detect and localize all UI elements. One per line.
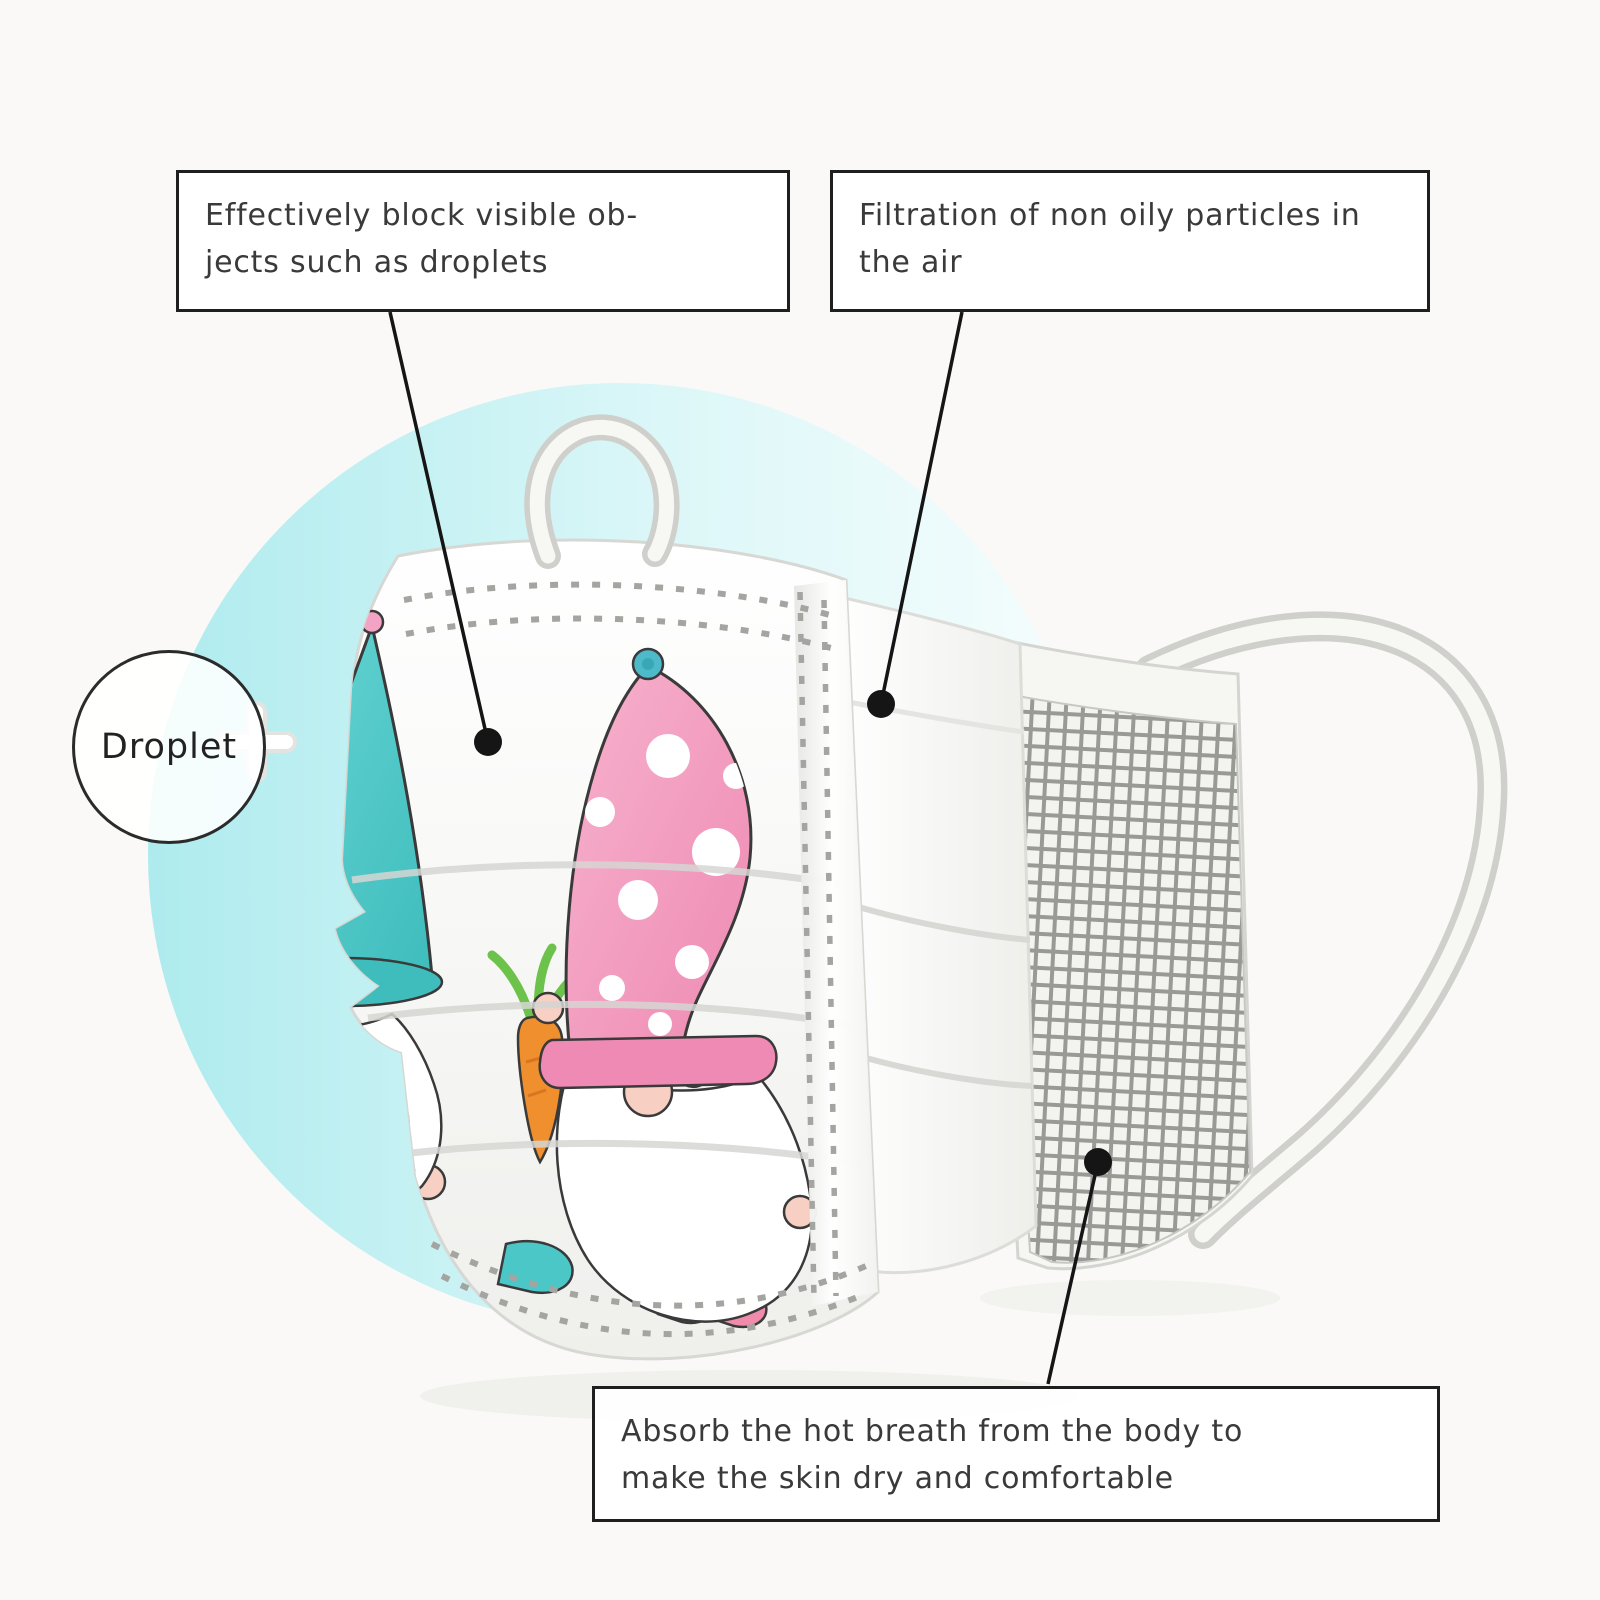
callout-line: Effectively block visible ob- (205, 198, 638, 233)
mesh-shadow (980, 1280, 1280, 1316)
callout-line: make the skin dry and comfortable (621, 1460, 1174, 1496)
ear-loop-right-icon (1135, 611, 1508, 1249)
callout-connectors (388, 311, 1112, 1385)
connector-dot-block-droplets (474, 728, 502, 756)
connector-dot-absorb (1084, 1148, 1112, 1176)
callout-absorb-breath: Absorb the hot breath from the body to m… (592, 1386, 1440, 1522)
mesh-layer (983, 634, 1254, 1271)
callout-block-droplets: Effectively block visible ob- jects such… (176, 170, 790, 312)
middle-layer (834, 594, 1038, 1275)
callout-line: Absorb the hot breath from the body to (621, 1414, 1244, 1449)
connector-line-filtration (879, 311, 964, 705)
callout-line: jects such as droplets (205, 244, 549, 280)
mask-stitching (403, 581, 868, 1338)
gnome-right-illustration (487, 647, 818, 1329)
mask-pleat-creases (351, 861, 863, 1168)
connector-line-absorb (1046, 1161, 1100, 1385)
ear-loop-top-icon (524, 414, 680, 569)
callout-filtration: Filtration of non oily particles in the … (830, 170, 1430, 312)
connector-line-block-droplets (388, 311, 490, 743)
callout-line: Filtration of non oily particles in (859, 198, 1361, 233)
mask-right-fold (794, 580, 878, 1306)
droplet-label: Droplet (100, 727, 238, 767)
droplet-label-circle: Droplet (72, 650, 266, 844)
callout-line: the air (859, 244, 963, 280)
connector-dot-filtration (867, 690, 895, 718)
